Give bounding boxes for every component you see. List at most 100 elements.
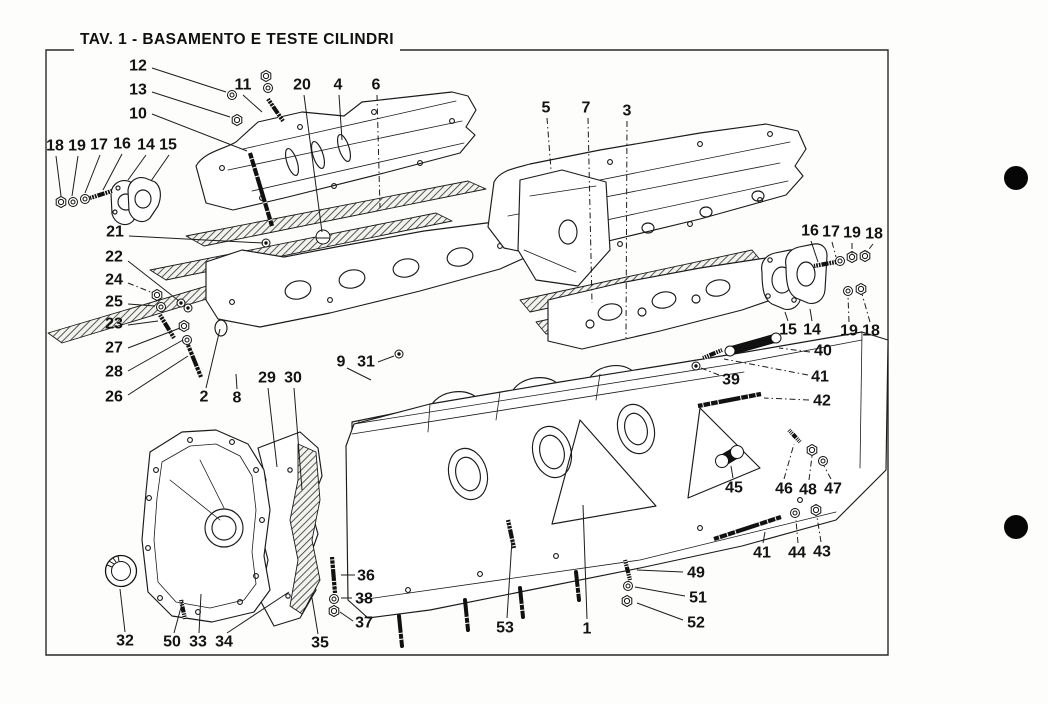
- leader-line-34: [226, 591, 290, 634]
- callout-number-32: 32: [116, 633, 134, 650]
- leader-line-27: [127, 327, 181, 349]
- leader-line-14a: [127, 154, 147, 181]
- part-plug-p22b: [183, 303, 193, 313]
- leader-line-9: [346, 367, 372, 381]
- callout-number-34: 34: [215, 634, 233, 651]
- leader-line-18b: [865, 243, 874, 254]
- callout-number-8: 8: [233, 390, 242, 407]
- leader-line-17a: [84, 154, 101, 194]
- leader-line-44: [795, 519, 799, 544]
- leader-line-3: [625, 120, 628, 339]
- leader-line-18c: [861, 293, 871, 323]
- part-stud-p11: [266, 97, 285, 123]
- callout-number-13: 13: [129, 82, 147, 99]
- callout-number-14a: 14: [137, 137, 155, 154]
- callout-number-44: 44: [788, 545, 806, 562]
- callout-number-47: 47: [824, 481, 842, 498]
- leader-line-45: [730, 465, 734, 479]
- callout-number-1: 1: [583, 621, 592, 638]
- callout-number-22: 22: [105, 249, 123, 266]
- part-nut-p13: [231, 113, 243, 127]
- callout-number-20: 20: [293, 77, 311, 94]
- part-stud-p53: [505, 519, 517, 549]
- figure-border: [45, 49, 889, 656]
- leader-line-1: [582, 504, 588, 620]
- cylinder-head-left: [205, 220, 543, 337]
- leader-line-28: [127, 339, 184, 372]
- leader-line-15a: [150, 154, 170, 182]
- callout-number-5: 5: [542, 100, 551, 117]
- leader-line-48: [808, 455, 813, 481]
- leader-line-30: [293, 387, 303, 491]
- leader-line-22: [127, 260, 180, 302]
- part-nut-p52: [621, 594, 633, 608]
- callout-number-43: 43: [813, 544, 831, 561]
- leader-line-8: [235, 373, 238, 390]
- callout-number-16b: 16: [801, 223, 819, 240]
- callout-number-25: 25: [105, 294, 123, 311]
- callout-number-37: 37: [355, 615, 373, 632]
- valve-cover-left: [195, 91, 477, 211]
- callout-number-26: 26: [105, 389, 123, 406]
- part-washer-p17b: [835, 256, 845, 266]
- part-nut-p24: [151, 288, 163, 302]
- part-stud-p16a: [89, 188, 113, 201]
- part-nut-p48: [806, 443, 818, 457]
- part-nut-p18c: [855, 282, 867, 296]
- cam-cover-gasket-left: [185, 180, 487, 247]
- callout-number-21: 21: [106, 224, 124, 241]
- part-nut-p19b: [846, 250, 858, 264]
- timing-cover-gasket: [289, 443, 321, 615]
- punch-hole-top: [1004, 166, 1028, 190]
- part-bolt-p36: [329, 556, 338, 594]
- callout-number-15b: 15: [779, 322, 797, 339]
- callout-number-14b: 14: [803, 322, 821, 339]
- callout-number-16a: 16: [113, 136, 131, 153]
- part-stud-p41b: [713, 515, 782, 541]
- part-nut-p18b: [859, 249, 871, 263]
- callout-number-10: 10: [129, 106, 147, 123]
- crankcase-block: [345, 331, 889, 648]
- callout-number-23: 23: [105, 316, 123, 333]
- leader-line-41b: [762, 531, 766, 544]
- callout-number-4: 4: [334, 77, 343, 94]
- fasteners-layer: [55, 69, 871, 620]
- part-stud-p42: [697, 391, 762, 409]
- callout-number-15a: 15: [159, 137, 177, 154]
- part-stud-p49: [622, 559, 633, 581]
- exhaust-flange-right: [761, 243, 828, 310]
- leader-line-32: [119, 588, 126, 633]
- exhaust-flange-left: [110, 176, 161, 226]
- leader-line-49: [636, 569, 684, 573]
- callout-number-18b: 18: [865, 226, 883, 243]
- part-plug-p31: [394, 349, 404, 359]
- part-washer-p19c: [843, 286, 853, 296]
- figure-title: TAV. 1 - BASAMENTO E TESTE CILINDRI: [80, 31, 394, 48]
- part-washer-p19a: [68, 197, 78, 207]
- part-nut-p27: [178, 319, 190, 333]
- part-stud-p23: [158, 313, 176, 340]
- leader-line-26: [127, 355, 189, 396]
- callout-number-19b: 19: [843, 225, 861, 242]
- part-bushing-p45: [715, 445, 744, 468]
- part-nut-p18a: [55, 195, 67, 209]
- leader-line-40: [778, 347, 811, 353]
- callout-number-39: 39: [722, 372, 740, 389]
- callout-number-24: 24: [105, 272, 123, 289]
- callout-number-53: 53: [496, 620, 514, 637]
- callout-number-41b: 41: [753, 545, 771, 562]
- part-seal-ring-p32: [104, 554, 138, 588]
- part-plug-p21: [261, 238, 271, 248]
- callout-number-48: 48: [799, 482, 817, 499]
- leader-line-46: [783, 443, 795, 480]
- callout-number-41a: 41: [811, 369, 829, 386]
- leader-line-52: [636, 602, 684, 621]
- callout-number-46: 46: [775, 481, 793, 498]
- callout-number-36: 36: [357, 568, 375, 585]
- part-plug-p39: [691, 361, 701, 371]
- leader-line-39: [700, 367, 720, 376]
- leader-line-12: [151, 67, 227, 93]
- callout-number-3: 3: [623, 103, 632, 120]
- part-dowel-p40: [724, 332, 782, 357]
